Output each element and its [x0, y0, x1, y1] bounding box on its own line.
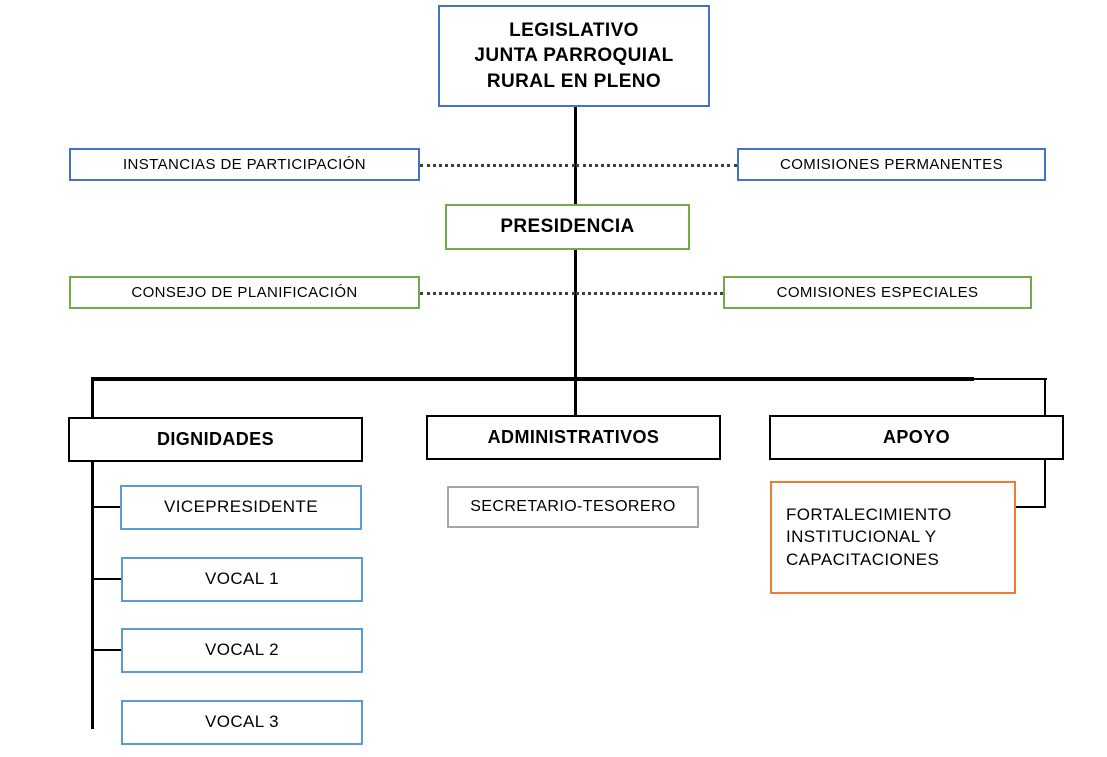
connector-dotted-green-right	[576, 292, 723, 295]
connector-trunk-mid	[574, 250, 577, 381]
node-fortalecimiento-institucional[interactable]: FORTALECIMIENTO INSTITUCIONAL Y CAPACITA…	[770, 481, 1016, 594]
connector-drop-dignidades	[91, 379, 94, 419]
connector-stub-vicepresidente	[93, 506, 121, 508]
node-consejo-de-planificacion-label: CONSEJO DE PLANIFICACIÓN	[131, 283, 358, 301]
node-vocal-3-label: VOCAL 3	[205, 712, 279, 732]
node-legislativo[interactable]: LEGISLATIVO JUNTA PARROQUIAL RURAL EN PL…	[438, 5, 710, 107]
node-dignidades-label: DIGNIDADES	[156, 428, 274, 449]
node-vocal-1-label: VOCAL 1	[205, 569, 279, 589]
connector-trunk-top	[574, 107, 577, 204]
node-consejo-de-planificacion[interactable]: CONSEJO DE PLANIFICACIÓN	[69, 276, 420, 309]
node-presidencia-label: PRESIDENCIA	[500, 216, 635, 238]
node-instancias-de-participacion-label: INSTANCIAS DE PARTICIPACIÓN	[122, 155, 367, 173]
node-dignidades[interactable]: DIGNIDADES	[68, 417, 363, 462]
node-vicepresidente[interactable]: VICEPRESIDENTE	[120, 485, 362, 530]
connector-dotted-green-left	[420, 292, 575, 295]
node-secretario-tesorero[interactable]: SECRETARIO-TESORERO	[447, 486, 699, 528]
connector-dotted-blue-right	[576, 164, 737, 167]
node-comisiones-permanentes-label: COMISIONES PERMANENTES	[780, 155, 1003, 173]
node-administrativos[interactable]: ADMINISTRATIVOS	[426, 415, 721, 460]
connector-drop-administrativos	[574, 379, 577, 416]
node-presidencia[interactable]: PRESIDENCIA	[445, 204, 690, 250]
node-secretario-tesorero-label: SECRETARIO-TESORERO	[470, 498, 676, 516]
connector-bus-right	[972, 378, 1047, 380]
node-comisiones-especiales-label: COMISIONES ESPECIALES	[776, 283, 979, 301]
connector-apoyo-to-fortalecimiento-vertical	[1044, 459, 1046, 508]
connector-dignidades-spine	[91, 462, 94, 729]
node-comisiones-permanentes[interactable]: COMISIONES PERMANENTES	[737, 148, 1046, 181]
connector-stub-vocal-1	[93, 578, 121, 580]
node-administrativos-label: ADMINISTRATIVOS	[487, 426, 660, 447]
connector-stub-vocal-2	[93, 649, 121, 651]
node-vocal-2[interactable]: VOCAL 2	[121, 628, 363, 673]
node-fortalecimiento-institucional-label: FORTALECIMIENTO INSTITUCIONAL Y CAPACITA…	[786, 504, 952, 569]
connector-drop-apoyo	[1044, 379, 1046, 416]
connector-apoyo-to-fortalecimiento-elbow	[1015, 506, 1046, 508]
node-vocal-2-label: VOCAL 2	[205, 640, 279, 660]
node-comisiones-especiales[interactable]: COMISIONES ESPECIALES	[723, 276, 1032, 309]
node-vocal-1[interactable]: VOCAL 1	[121, 557, 363, 602]
connector-dotted-blue-left	[420, 164, 575, 167]
node-vicepresidente-label: VICEPRESIDENTE	[164, 497, 318, 517]
node-vocal-3[interactable]: VOCAL 3	[121, 700, 363, 745]
node-instancias-de-participacion[interactable]: INSTANCIAS DE PARTICIPACIÓN	[69, 148, 420, 181]
node-apoyo[interactable]: APOYO	[769, 415, 1064, 460]
connector-bus-left	[91, 377, 974, 381]
node-legislativo-label: LEGISLATIVO JUNTA PARROQUIAL RURAL EN PL…	[474, 20, 674, 92]
node-apoyo-label: APOYO	[882, 426, 950, 447]
